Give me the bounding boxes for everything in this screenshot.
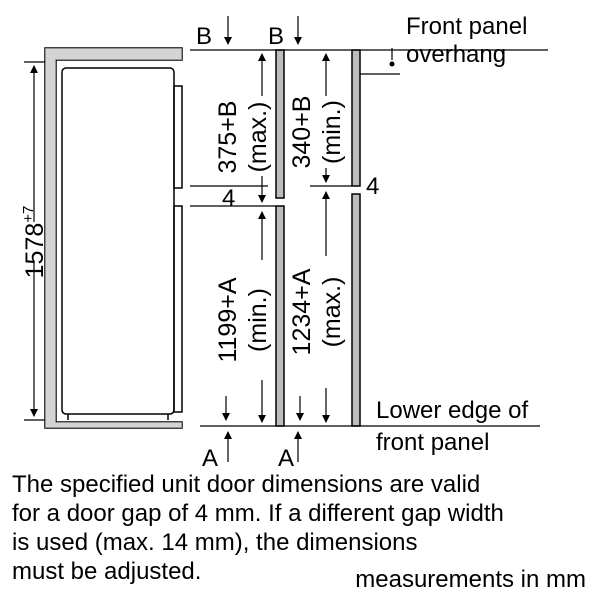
lower-door-min-note: (min.): [244, 288, 272, 352]
upper-door-max-label: 375+B: [214, 101, 242, 174]
marker-a-right: A: [278, 445, 294, 470]
overhang-label: overhang: [406, 41, 506, 68]
unit-door: [275, 49, 285, 427]
front-panel-label: Front panel: [406, 13, 527, 40]
door-gap-note: The specified unit door dimensions are v…: [12, 470, 597, 586]
gap-label-panel: 4: [366, 173, 379, 200]
note-line: is used (max. 14 mm), the dimensions: [12, 529, 418, 556]
dimension-height-main: [24, 61, 45, 421]
note-line: The specified unit door dimensions are v…: [12, 471, 481, 498]
front-panel: [351, 49, 361, 427]
marker-a-arrows: [224, 431, 302, 462]
marker-b-left: B: [196, 23, 212, 50]
marker-b-arrows: [224, 16, 302, 45]
lower-edge-label: Lower edge of: [376, 397, 528, 424]
gap-label-door: 4: [222, 185, 235, 212]
units-caption: measurements in mm: [355, 566, 586, 593]
height-main-label: 1578+7: [20, 206, 49, 279]
lower-panel-max-note: (max.): [318, 277, 346, 348]
installation-diagram: 1578+7 375+B (max.) 340+B (min.) 1199+A …: [20, 13, 548, 470]
lower-panel-max-label: 1234+A: [288, 268, 316, 355]
marker-a-left: A: [202, 445, 218, 470]
overhang-dot: [389, 61, 395, 67]
appliance-housing: [44, 47, 183, 429]
dimension-lower-panel: [296, 191, 330, 423]
upper-door-max-note: (max.): [244, 102, 272, 173]
marker-b-right: B: [268, 23, 284, 50]
upper-panel-min-note: (min.): [318, 100, 346, 164]
reference-lines: [190, 49, 548, 427]
lower-door-min-label: 1199+A: [214, 277, 242, 362]
refrigerator-body: [61, 67, 183, 420]
upper-panel-min-label: 340+B: [288, 96, 316, 169]
note-line: must be adjusted.: [12, 558, 202, 585]
front-panel-lower-label: front panel: [376, 429, 489, 456]
note-line: for a door gap of 4 mm. If a different g…: [12, 500, 504, 527]
